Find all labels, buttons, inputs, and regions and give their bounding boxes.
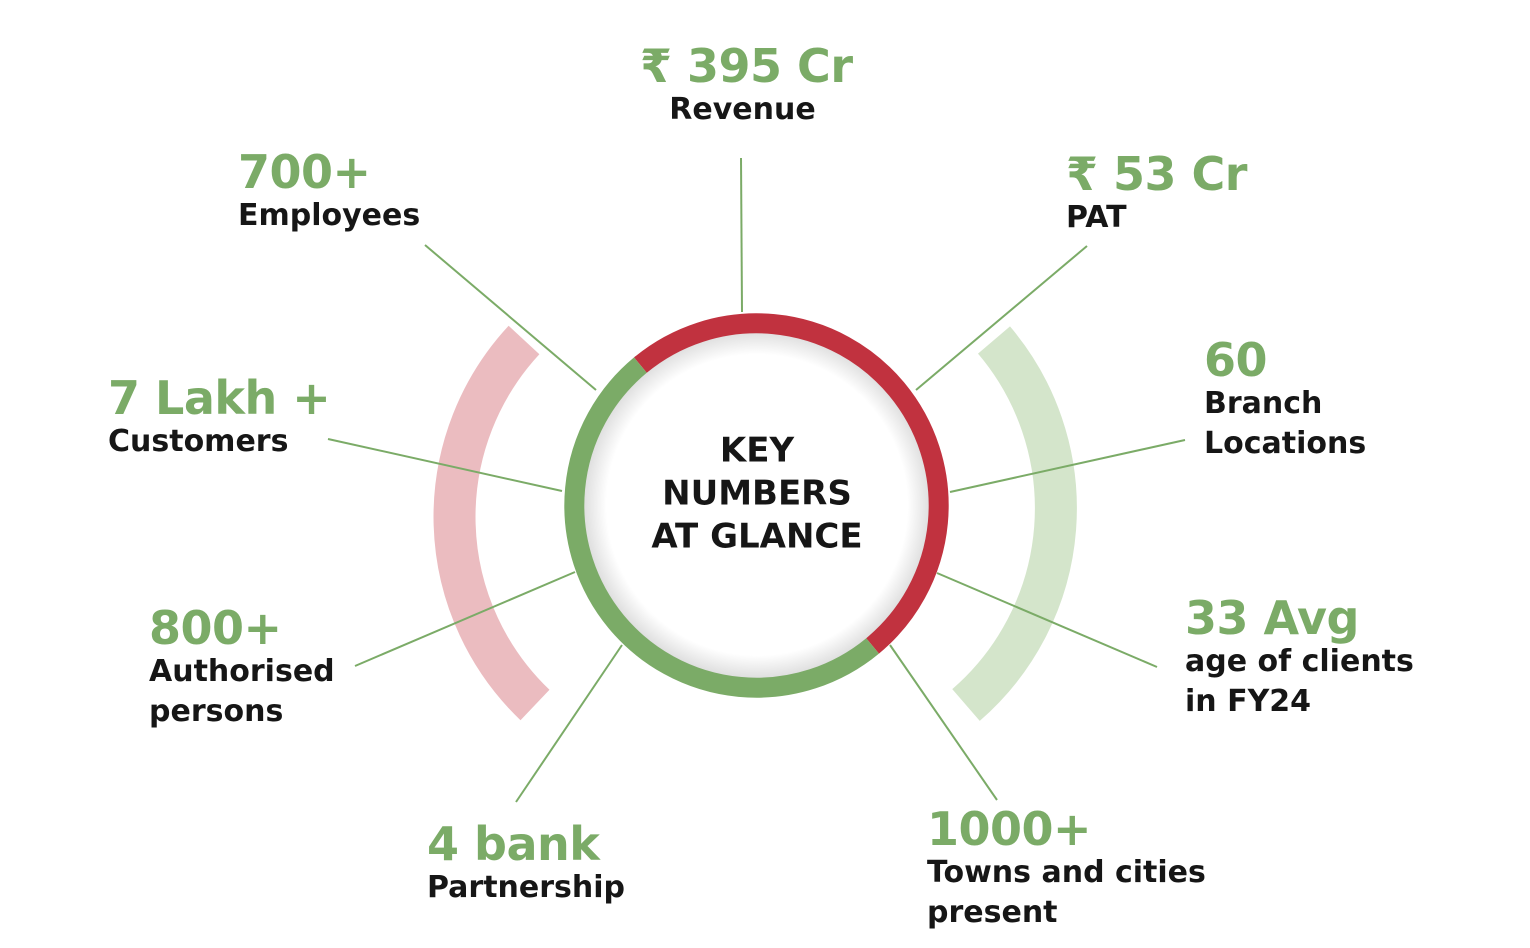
stat-towns-label-2: present [927,895,1058,930]
stat-revenue: ₹ 395 Cr Revenue [640,39,853,130]
connector-employees [424,244,597,391]
stat-avg-age: 33 Avg age of clients in FY24 [1185,594,1414,722]
stat-revenue-label: Revenue [669,92,816,127]
connector-revenue [740,157,743,313]
stat-avg-age-label-1: age of clients [1185,644,1414,679]
connector-towns [889,644,998,801]
stat-branch-label-1: Branch [1204,386,1323,421]
stat-pat-label: PAT [1066,200,1127,235]
stat-avg-age-label-2: in FY24 [1185,684,1312,719]
connector-pat [915,245,1088,391]
stat-employees-value: 700+ [238,145,371,199]
stat-towns-label-1: Towns and cities [927,855,1206,890]
connector-customers [327,438,563,492]
center-title: KEY NUMBERS AT GLANCE [651,430,862,559]
connector-ap [354,571,576,667]
stat-ap-value: 800+ [149,601,282,655]
stat-customers-value: 7 Lakh + [108,371,331,425]
ring-green-segment [564,357,879,698]
stat-bank-value: 4 bank [427,817,600,871]
stat-avg-age-value: 33 Avg [1185,591,1359,645]
connector-bank [515,644,623,803]
stat-revenue-value: ₹ 395 Cr [640,39,853,93]
stat-branch-value: 60 [1204,333,1268,387]
stat-ap-label-1: Authorised [149,654,335,689]
stat-ap: 800+ Authorised persons [149,604,335,732]
center-title-line-2: NUMBERS [662,473,852,514]
stat-towns-value: 1000+ [927,802,1092,856]
stat-customers-label: Customers [108,424,289,459]
ring-inner-fill [582,330,932,680]
connector-branch [949,439,1186,493]
connector-avg-age [936,572,1158,668]
stat-branch: 60 Branch Locations [1204,336,1366,464]
green-arc [952,326,1077,721]
stat-employees: 700+ Employees [238,148,420,236]
stat-pat: ₹ 53 Cr PAT [1066,147,1248,238]
stat-customers: 7 Lakh + Customers [108,371,331,462]
donut-ring [564,313,949,698]
stat-bank-label: Partnership [427,870,626,905]
ring-red-segment [634,313,949,654]
stat-towns: 1000+ Towns and cities present [927,805,1206,933]
stat-bank: 4 bank Partnership [427,820,625,908]
center-title-line-1: KEY [719,430,795,471]
center-title-line-3: AT GLANCE [651,516,863,557]
stat-ap-label-2: persons [149,694,284,729]
stat-employees-label: Employees [238,198,421,233]
pink-arc [433,325,550,721]
stat-pat-value: ₹ 53 Cr [1066,147,1248,201]
stat-branch-label-2: Locations [1204,426,1367,461]
